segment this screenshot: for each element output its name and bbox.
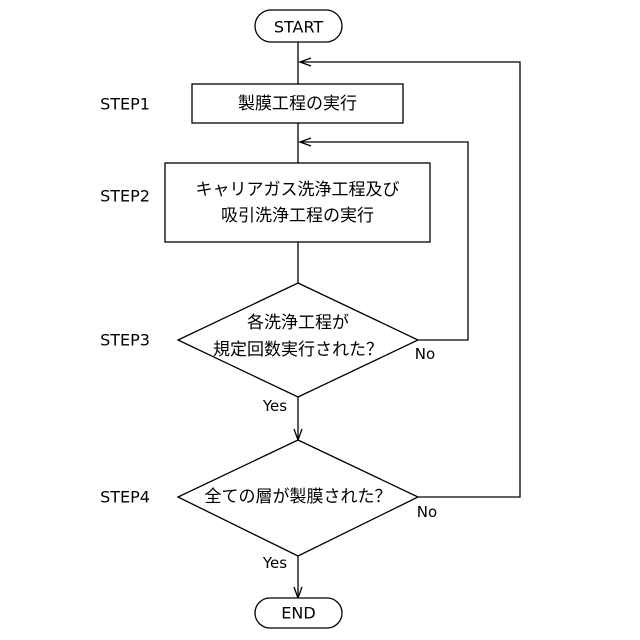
step4-yes-label: Yes [262,554,287,572]
end-label: END [281,604,315,623]
step2-box-shape [165,163,430,242]
step3-yes-label: Yes [262,397,287,415]
step2-process-box: キャリアガス洗浄工程及び 吸引洗浄工程の実行 [165,163,430,242]
start-terminal: START [255,10,342,42]
step4-decision: 全ての層が製膜された？ [178,440,418,556]
step1-process-box: 製膜工程の実行 [192,84,403,123]
step3-text-line2: 規定回数実行された？ [213,340,383,360]
end-terminal: END [255,598,342,628]
step3-decision: 各洗浄工程が 規定回数実行された？ [178,283,418,397]
step4-no-loop-connector [300,62,520,497]
step4-text: 全ての層が製膜された？ [205,487,392,507]
step1-text: 製膜工程の実行 [238,94,357,114]
start-label: START [274,18,324,37]
step2-text-line2: 吸引洗浄工程の実行 [221,206,374,226]
step2-label: STEP2 [100,187,150,206]
step4-label: STEP4 [100,488,150,507]
step3-text-line1: 各洗浄工程が [247,313,349,333]
step2-text-line1: キャリアガス洗浄工程及び [196,180,400,200]
step3-no-label: No [415,345,435,363]
step1-label: STEP1 [100,95,150,114]
step4-no-label: No [417,503,437,521]
step3-label: STEP3 [100,331,150,350]
